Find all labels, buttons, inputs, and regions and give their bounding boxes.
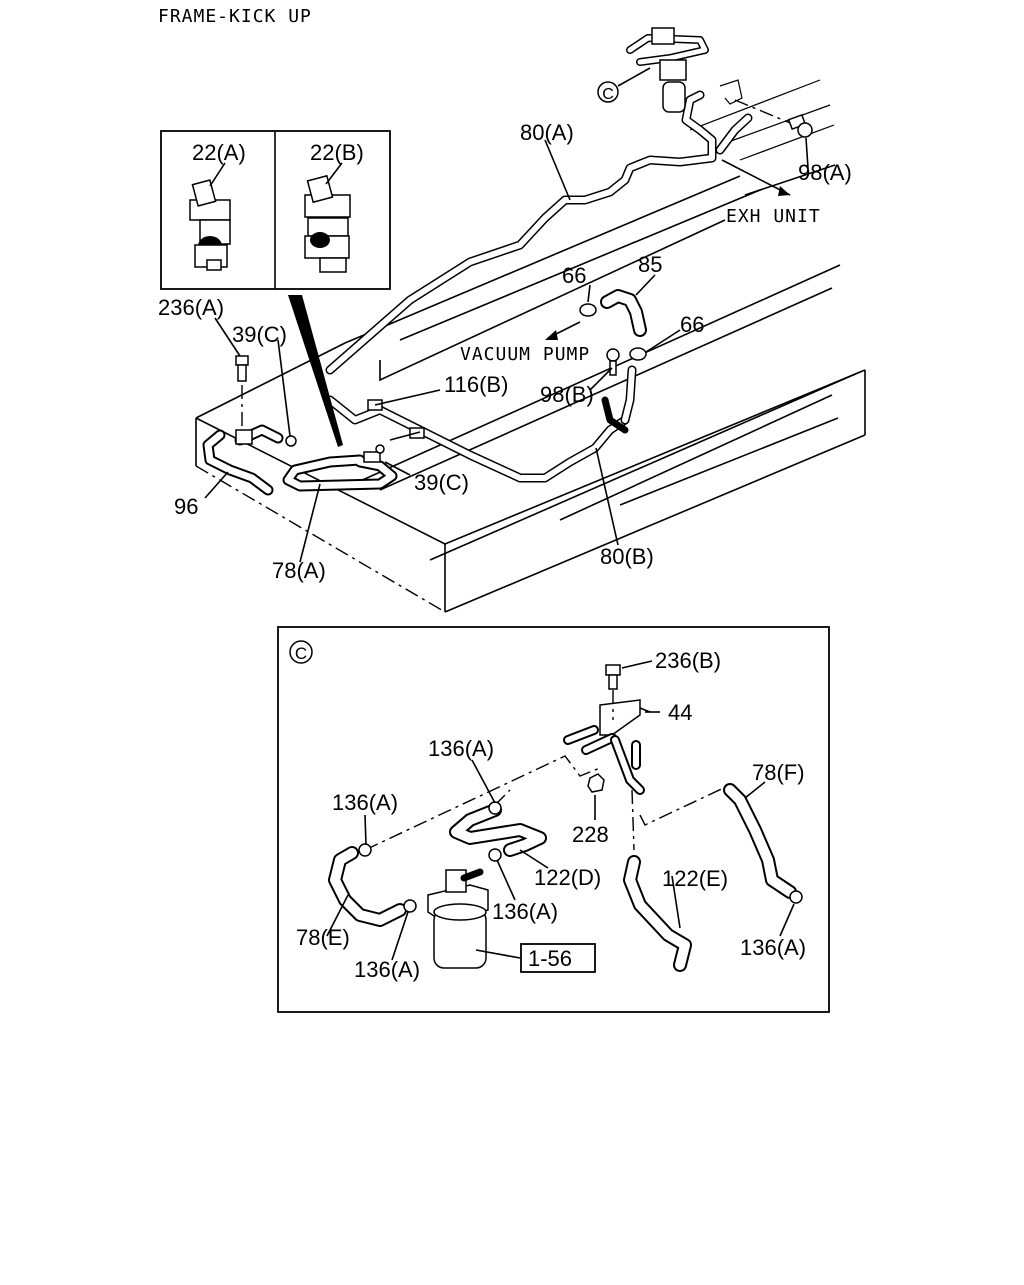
main-leaders xyxy=(204,137,809,563)
hose-85 xyxy=(600,289,647,337)
label-78a: 78(A) xyxy=(272,558,326,583)
leader-22b xyxy=(325,162,343,185)
connector-stub xyxy=(389,431,421,441)
label-22b: 22(B) xyxy=(310,140,364,165)
detail-leaders xyxy=(326,660,795,961)
label-98a: 98(A) xyxy=(798,160,852,185)
diagram-title: FRAME-KICK UP xyxy=(158,6,312,27)
top-canister-assembly xyxy=(626,27,813,138)
frame-body xyxy=(195,79,866,613)
exh-unit-label: EXH UNIT xyxy=(726,206,821,227)
clamp-39c-bottom xyxy=(363,451,381,463)
label-39c-top: 39(C) xyxy=(232,322,287,347)
vacuum-arrow-head xyxy=(545,330,558,340)
label-66-top: 66 xyxy=(562,263,586,288)
leader-22a xyxy=(209,162,226,187)
label-136a-2: 136(A) xyxy=(332,790,398,815)
label-136a-4: 136(A) xyxy=(354,957,420,982)
label-78f: 78(F) xyxy=(752,760,805,785)
label-122d: 122(D) xyxy=(534,865,601,890)
ref-1-56-box xyxy=(520,943,596,973)
label-136a-5: 136(A) xyxy=(740,935,806,960)
label-98b: 98(B) xyxy=(540,382,594,407)
label-228: 228 xyxy=(572,822,609,847)
label-78e: 78(E) xyxy=(296,925,350,950)
label-236a: 236(A) xyxy=(158,295,224,320)
detail-c-marker-top xyxy=(597,81,619,103)
exh-arrow-line xyxy=(721,159,791,196)
detail-c-leader-top xyxy=(617,67,651,87)
clamp-39c-bottom-ring xyxy=(375,444,385,454)
hose-78a xyxy=(282,454,398,492)
clamp-39c-top xyxy=(285,435,297,447)
bolt-236a xyxy=(235,355,253,445)
label-236b: 236(B) xyxy=(655,648,721,673)
inset-pointer xyxy=(288,295,343,447)
bolt-98b xyxy=(601,348,629,434)
pipe-80b xyxy=(325,365,637,483)
clip-inset xyxy=(160,130,391,290)
label-22a: 22(A) xyxy=(192,140,246,165)
label-136a-1: 136(A) xyxy=(428,736,494,761)
clip-22a-drawing xyxy=(189,179,231,271)
detail-c-letter: C xyxy=(295,644,307,663)
detail-c-letter-top: C xyxy=(602,86,614,103)
label-1-56: 1-56 xyxy=(528,946,572,971)
clip-22b-drawing xyxy=(304,174,351,273)
clamp-66-right xyxy=(629,347,647,361)
label-44: 44 xyxy=(668,700,692,725)
clamp-66-top xyxy=(579,303,597,317)
pipe-80a xyxy=(325,90,717,375)
bolt-98a xyxy=(787,113,813,138)
label-39c-bottom: 39(C) xyxy=(414,470,469,495)
label-85: 85 xyxy=(638,252,662,277)
label-122e: 122(E) xyxy=(662,866,728,891)
label-80a: 80(A) xyxy=(520,120,574,145)
label-80b: 80(B) xyxy=(600,544,654,569)
vacuum-pump-label: VACUUM PUMP xyxy=(460,344,590,365)
label-96: 96 xyxy=(174,494,198,519)
label-116b: 116(B) xyxy=(444,372,508,397)
exh-arrow-head xyxy=(778,186,790,196)
label-66-right: 66 xyxy=(680,312,704,337)
label-136a-3: 136(A) xyxy=(492,899,558,924)
